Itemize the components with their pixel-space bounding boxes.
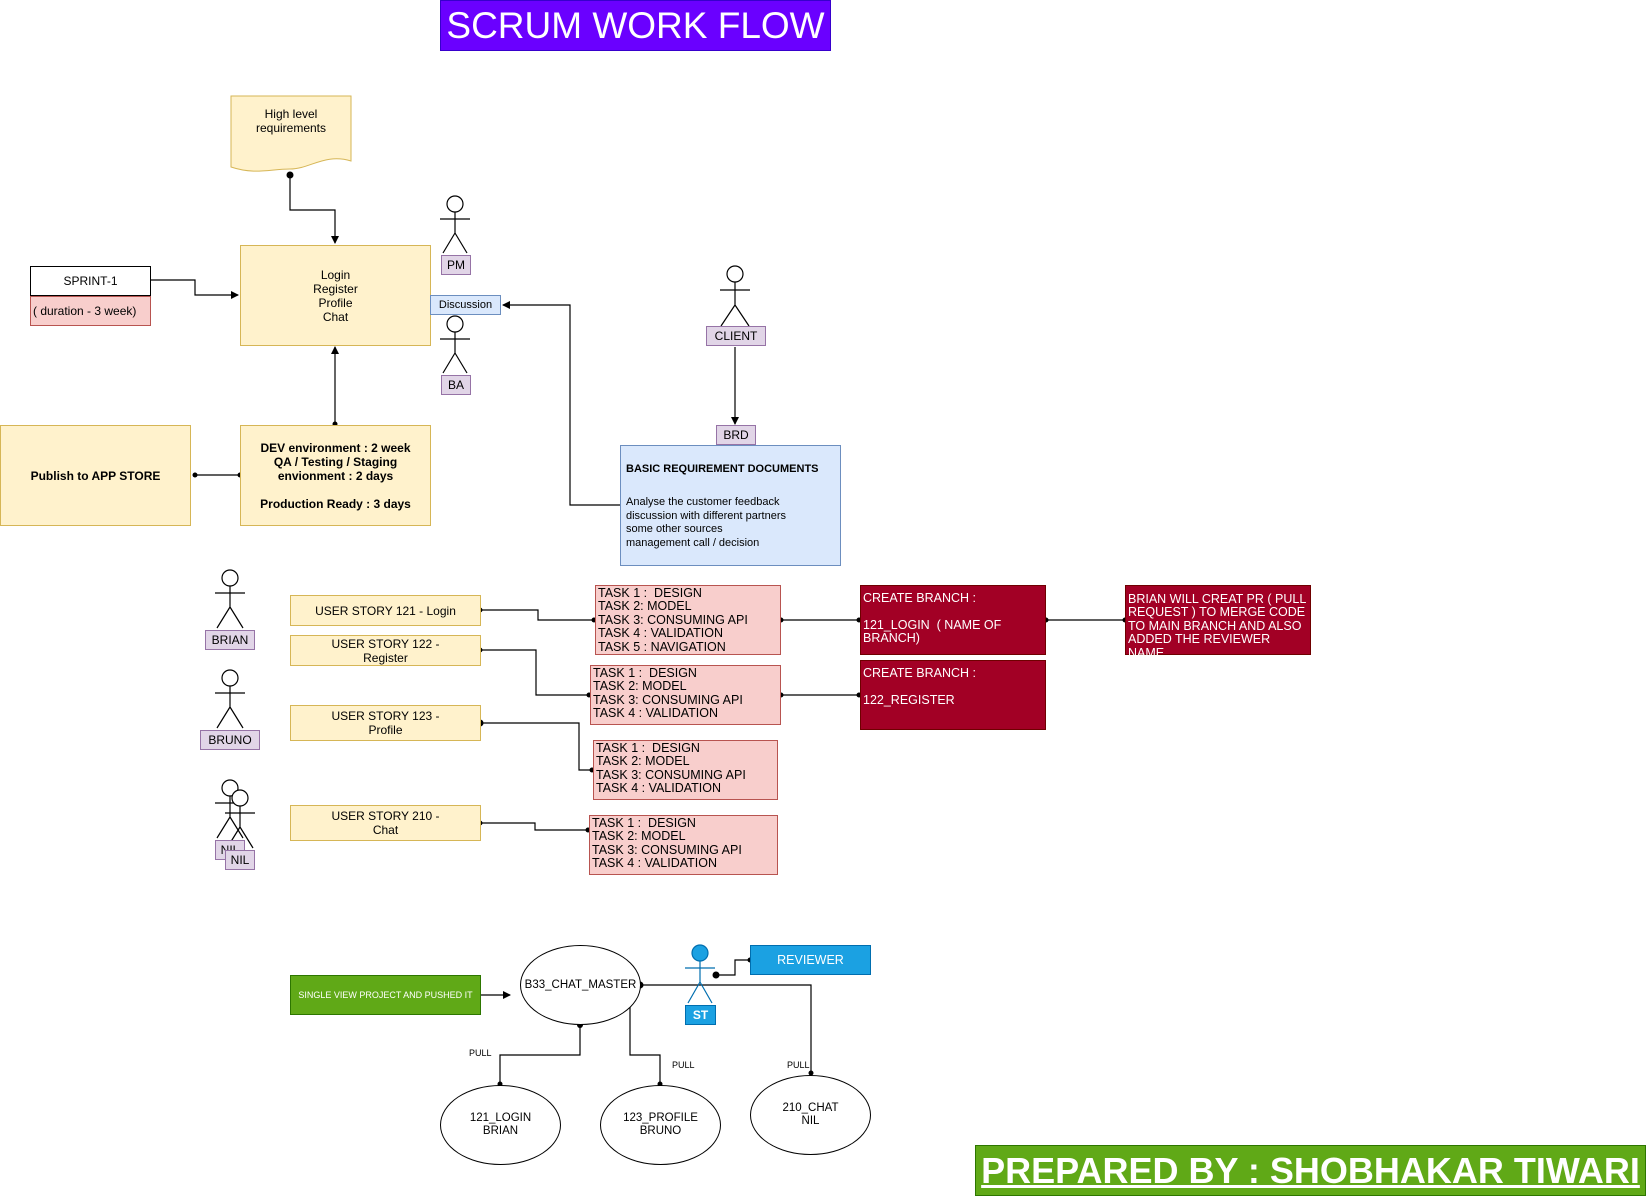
brd-document[interactable]: BASIC REQUIREMENT DOCUMENTS Analyse the …: [620, 445, 841, 566]
bruno-label: BRUNO: [200, 730, 260, 750]
branch-122-register[interactable]: CREATE BRANCH : 122_REGISTER: [860, 660, 1046, 730]
pull-request-note[interactable]: BRIAN WILL CREAT PR ( PULL REQUEST ) TO …: [1125, 585, 1311, 659]
production-ready: Production Ready : 3 days: [260, 497, 411, 511]
task-list-123[interactable]: TASK 1 : DESIGN TASK 2: MODEL TASK 3: CO…: [593, 740, 778, 800]
qa-environment: QA / Testing / Staging envionment : 2 da…: [273, 455, 398, 483]
feature-branch-chat[interactable]: 210_CHAT NIL: [750, 1075, 871, 1155]
requirements-document-shape[interactable]: [230, 95, 352, 177]
features-box[interactable]: Login Register Profile Chat: [240, 245, 431, 346]
client-label: CLIENT: [706, 326, 766, 346]
pm-actor-icon: [440, 195, 470, 254]
brd-title: BASIC REQUIREMENT DOCUMENTS: [626, 463, 819, 475]
pull-label-chat: PULL: [787, 1060, 810, 1070]
nil-label: NIL: [225, 850, 255, 870]
pull-label-login: PULL: [469, 1048, 492, 1058]
nil-actor-icon: [225, 789, 255, 849]
bruno-actor-icon: [215, 669, 245, 729]
pm-label: PM: [441, 255, 471, 275]
environments-box[interactable]: DEV environment : 2 week QA / Testing / …: [240, 425, 431, 526]
branch-121-login[interactable]: CREATE BRANCH : 121_LOGIN ( NAME OF BRAN…: [860, 585, 1046, 655]
user-story-122[interactable]: USER STORY 122 - Register: [290, 635, 481, 666]
task-list-210[interactable]: TASK 1 : DESIGN TASK 2: MODEL TASK 3: CO…: [589, 815, 778, 875]
brian-actor-icon: [215, 569, 245, 629]
prepared-by-footer: PREPARED BY : SHOBHAKAR TIWARI: [975, 1145, 1646, 1196]
sprint-name[interactable]: SPRINT-1: [30, 266, 151, 296]
client-actor-icon: [720, 265, 750, 327]
st-actor-icon: [685, 944, 715, 1004]
nil-actor-back-icon: [215, 779, 245, 839]
user-story-210[interactable]: USER STORY 210 - Chat: [290, 805, 481, 841]
task-list-122[interactable]: TASK 1 : DESIGN TASK 2: MODEL TASK 3: CO…: [590, 665, 781, 725]
brian-label: BRIAN: [205, 630, 255, 650]
dev-environment: DEV environment : 2 week: [260, 441, 411, 455]
ba-actor-icon: [440, 315, 470, 374]
user-story-121[interactable]: USER STORY 121 - Login: [290, 595, 481, 626]
brd-label: BRD: [716, 425, 756, 445]
sprint-duration[interactable]: ( duration - 3 week): [30, 296, 151, 326]
publish-box[interactable]: Publish to APP STORE: [0, 425, 191, 526]
page-title: SCRUM WORK FLOW: [440, 0, 831, 51]
user-story-123[interactable]: USER STORY 123 - Profile: [290, 705, 481, 741]
pull-label-profile: PULL: [672, 1060, 695, 1070]
feature-branch-profile[interactable]: 123_PROFILE BRUNO: [600, 1085, 721, 1165]
ba-label: BA: [441, 375, 471, 395]
discussion-label[interactable]: Discussion: [430, 295, 501, 315]
master-branch[interactable]: B33_CHAT_MASTER: [520, 945, 641, 1025]
feature-branch-login[interactable]: 121_LOGIN BRIAN: [440, 1085, 561, 1165]
requirements-document-label: High level requirements: [255, 107, 327, 135]
single-view-project[interactable]: SINGLE VIEW PROJECT AND PUSHED IT: [290, 975, 481, 1015]
st-label: ST: [685, 1005, 716, 1025]
reviewer-box[interactable]: REVIEWER: [750, 945, 871, 975]
brd-notes: Analyse the customer feedback discussion…: [626, 495, 786, 550]
task-list-121[interactable]: TASK 1 : DESIGN TASK 2: MODEL TASK 3: CO…: [595, 585, 781, 655]
